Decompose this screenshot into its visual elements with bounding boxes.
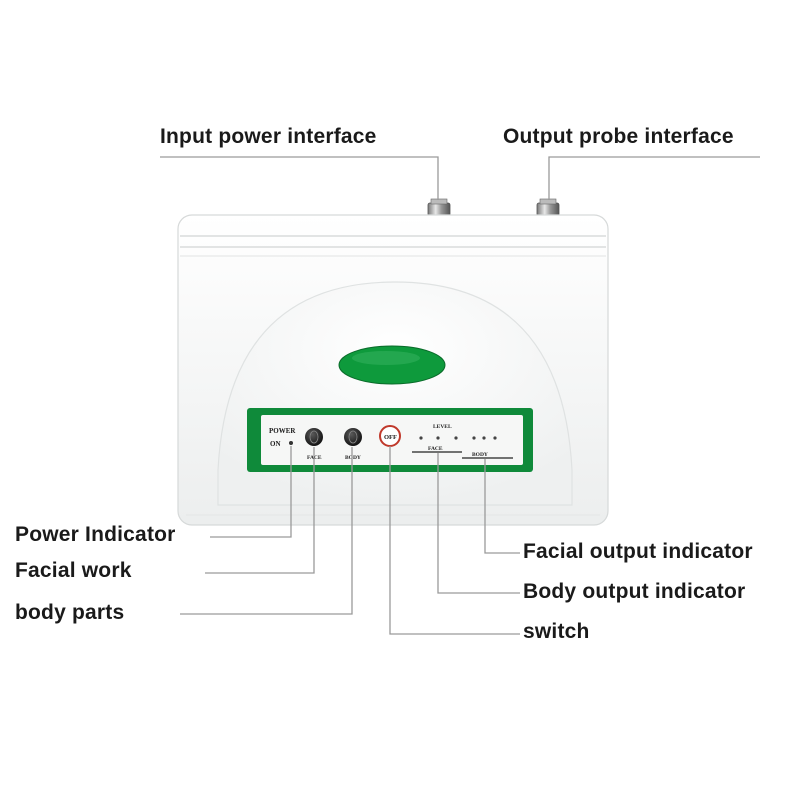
face-button[interactable] bbox=[305, 428, 323, 446]
callout-switch: switch bbox=[523, 620, 590, 643]
leader-input-power bbox=[160, 156, 439, 200]
callout-facial-work: Facial work bbox=[15, 559, 132, 582]
body-meter-label: BODY bbox=[472, 452, 488, 458]
leader-facial-work bbox=[205, 447, 315, 574]
leader-power-indicator bbox=[210, 446, 292, 538]
face-meter-label: FACE bbox=[428, 446, 443, 452]
control-panel: POWER ON FACE BODY OFF LEVEL bbox=[247, 408, 533, 472]
leader-facial-output bbox=[484, 459, 520, 554]
callout-body-parts: body parts bbox=[15, 601, 125, 624]
leader-lines bbox=[160, 156, 760, 635]
output-probe-connector bbox=[536, 198, 560, 217]
leader-body-parts bbox=[180, 447, 353, 615]
on-label: ON bbox=[270, 440, 281, 448]
callout-power-indicator: Power Indicator bbox=[15, 523, 176, 546]
callout-input-power-interface: Input power interface bbox=[160, 125, 377, 148]
leader-switch bbox=[389, 446, 520, 635]
body-button-label: BODY bbox=[345, 455, 361, 461]
power-indicator-led bbox=[289, 441, 293, 445]
leader-output-probe bbox=[548, 156, 760, 200]
callout-output-probe-interface: Output probe interface bbox=[503, 125, 734, 148]
body-button[interactable] bbox=[344, 428, 362, 446]
level-indicator-leds bbox=[419, 436, 497, 440]
callout-body-output-indicator: Body output indicator bbox=[523, 580, 746, 603]
callout-facial-output-indicator: Facial output indicator bbox=[523, 540, 753, 563]
display-window bbox=[338, 345, 446, 385]
leader-body-output bbox=[437, 453, 520, 594]
power-label: POWER bbox=[269, 427, 296, 435]
off-button-label: OFF bbox=[384, 434, 397, 441]
levels-label: LEVEL bbox=[433, 424, 452, 430]
input-power-connector bbox=[427, 198, 451, 217]
